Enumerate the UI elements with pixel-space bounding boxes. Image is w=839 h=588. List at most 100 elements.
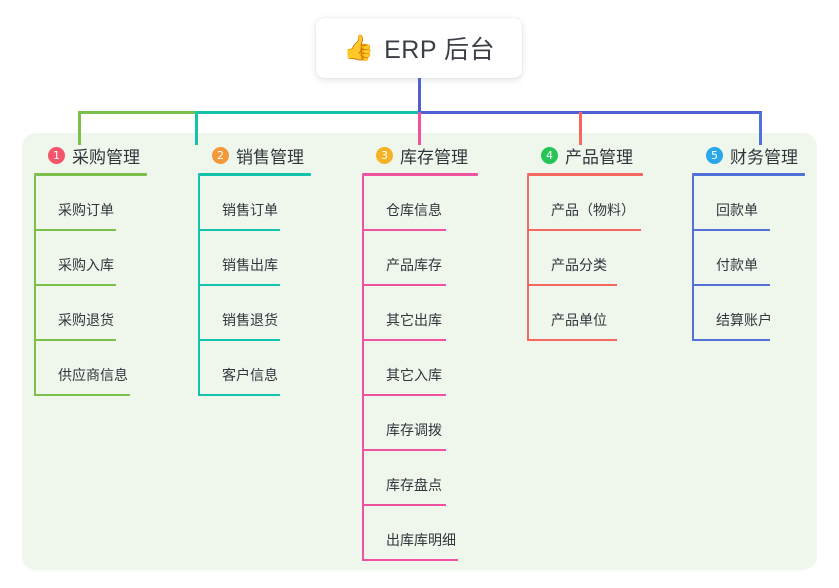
branch-column-2: 2 销售管理 销售订单销售出库销售退货客户信息 <box>198 142 358 396</box>
thumbs-up-icon: 👍 <box>342 33 375 62</box>
leaf-node-label: 客户信息 <box>222 367 278 383</box>
leaf-node-rule <box>692 284 770 286</box>
branch-rule-2 <box>198 173 311 176</box>
leaf-node-rule <box>198 394 280 396</box>
branch-badge-2: 2 <box>212 146 229 164</box>
leaf-node-rule <box>34 394 130 396</box>
branch-header-3[interactable]: 3 库存管理 <box>362 142 532 168</box>
branch-header-5[interactable]: 5 财务管理 <box>692 142 837 168</box>
leaf-node[interactable]: 采购入库 <box>34 231 194 286</box>
leaf-node-rule <box>362 504 446 506</box>
branch-column-3: 3 库存管理 仓库信息产品库存其它出库其它入库库存调拨库存盘点出库库明细 <box>362 142 532 561</box>
leaf-node-label: 供应商信息 <box>58 367 128 383</box>
leaf-node[interactable]: 其它入库 <box>362 341 532 396</box>
leaf-node[interactable]: 产品分类 <box>527 231 702 286</box>
leaf-node-label: 出库库明细 <box>386 532 456 548</box>
root-node-card[interactable]: 👍 ERP 后台 <box>316 18 522 78</box>
leaf-node-rule <box>34 284 116 286</box>
branch-badge-4: 4 <box>541 146 558 164</box>
branch-rule-5 <box>692 173 805 176</box>
leaf-list-3: 仓库信息产品库存其它出库其它入库库存调拨库存盘点出库库明细 <box>362 176 532 561</box>
leaf-list-2: 销售订单销售出库销售退货客户信息 <box>198 176 358 396</box>
leaf-node[interactable]: 销售退货 <box>198 286 358 341</box>
branch-title-3: 库存管理 <box>400 147 468 167</box>
leaf-node-rule <box>362 449 446 451</box>
leaf-node-label: 库存盘点 <box>386 477 442 493</box>
leaf-node-label: 其它出库 <box>386 312 442 328</box>
leaf-list-4: 产品（物料） 产品分类产品单位 <box>527 176 702 341</box>
leaf-node-label: 销售退货 <box>222 312 278 328</box>
branch-rule-3 <box>362 173 478 176</box>
leaf-node-label: 销售订单 <box>222 202 278 218</box>
leaf-node-label: 销售出库 <box>222 257 278 273</box>
leaf-node-label: 库存调拨 <box>386 422 442 438</box>
branch-badge-1: 1 <box>48 146 65 164</box>
branch-header-1[interactable]: 1 采购管理 <box>34 142 194 168</box>
leaf-node[interactable]: 结算账户 <box>692 286 837 341</box>
leaf-node-rule <box>362 559 458 561</box>
leaf-node[interactable]: 产品单位 <box>527 286 702 341</box>
leaf-node[interactable]: 供应商信息 <box>34 341 194 396</box>
branch-spine <box>692 176 694 341</box>
leaf-node-label: 采购入库 <box>58 257 114 273</box>
leaf-node-rule <box>362 339 446 341</box>
leaf-node-rule <box>34 339 116 341</box>
leaf-node[interactable]: 销售订单 <box>198 176 358 231</box>
leaf-node[interactable]: 库存盘点 <box>362 451 532 506</box>
branch-title-2: 销售管理 <box>236 147 304 167</box>
leaf-node[interactable]: 产品库存 <box>362 231 532 286</box>
leaf-node[interactable]: 采购订单 <box>34 176 194 231</box>
leaf-node-label: 付款单 <box>716 257 758 273</box>
branch-spine <box>198 176 200 396</box>
leaf-node[interactable]: 客户信息 <box>198 341 358 396</box>
leaf-node[interactable]: 仓库信息 <box>362 176 532 231</box>
leaf-list-1: 采购订单采购入库采购退货供应商信息 <box>34 176 194 396</box>
branch-badge-5: 5 <box>706 146 723 164</box>
leaf-node-rule <box>527 229 641 231</box>
branch-title-1: 采购管理 <box>72 147 140 167</box>
branch-column-5: 5 财务管理 回款单付款单结算账户 <box>692 142 837 341</box>
branch-header-4[interactable]: 4 产品管理 <box>527 142 702 168</box>
leaf-node-label: 产品分类 <box>551 257 607 273</box>
branch-rule-1 <box>34 173 147 176</box>
branch-title-4: 产品管理 <box>565 147 633 167</box>
leaf-node[interactable]: 采购退货 <box>34 286 194 341</box>
leaf-node-rule <box>692 339 770 341</box>
leaf-node[interactable]: 回款单 <box>692 176 837 231</box>
branch-column-4: 4 产品管理 产品（物料） 产品分类产品单位 <box>527 142 702 341</box>
leaf-node-rule <box>198 229 280 231</box>
branch-column-1: 1 采购管理 采购订单采购入库采购退货供应商信息 <box>34 142 194 396</box>
branch-rule-4 <box>527 173 643 176</box>
leaf-node[interactable]: 出库库明细 <box>362 506 532 561</box>
root-node-title: ERP 后台 <box>384 36 496 64</box>
branch-spine <box>527 176 529 341</box>
leaf-node-label: 采购退货 <box>58 312 114 328</box>
leaf-list-5: 回款单付款单结算账户 <box>692 176 837 341</box>
leaf-node-rule <box>362 394 446 396</box>
branch-spine <box>34 176 36 396</box>
leaf-node-rule <box>362 229 446 231</box>
diagram-panel <box>22 133 817 570</box>
branch-spine <box>362 176 364 561</box>
leaf-node-rule <box>692 229 770 231</box>
leaf-node[interactable]: 产品（物料） <box>527 176 702 231</box>
leaf-node-label: 仓库信息 <box>386 202 442 218</box>
leaf-node-label: 产品库存 <box>386 257 442 273</box>
leaf-node-rule <box>34 229 116 231</box>
leaf-node-label: 其它入库 <box>386 367 442 383</box>
leaf-node-rule <box>198 284 280 286</box>
leaf-node-label: 结算账户 <box>716 312 772 328</box>
leaf-node-label: 产品单位 <box>551 312 607 328</box>
leaf-node-label: 回款单 <box>716 202 758 218</box>
leaf-node-label: 采购订单 <box>58 202 114 218</box>
branch-header-2[interactable]: 2 销售管理 <box>198 142 358 168</box>
leaf-node[interactable]: 库存调拨 <box>362 396 532 451</box>
leaf-node-rule <box>527 339 617 341</box>
leaf-node[interactable]: 其它出库 <box>362 286 532 341</box>
leaf-node-rule <box>198 339 280 341</box>
branch-title-5: 财务管理 <box>730 147 798 167</box>
leaf-node[interactable]: 销售出库 <box>198 231 358 286</box>
leaf-node-rule <box>527 284 617 286</box>
leaf-node[interactable]: 付款单 <box>692 231 837 286</box>
